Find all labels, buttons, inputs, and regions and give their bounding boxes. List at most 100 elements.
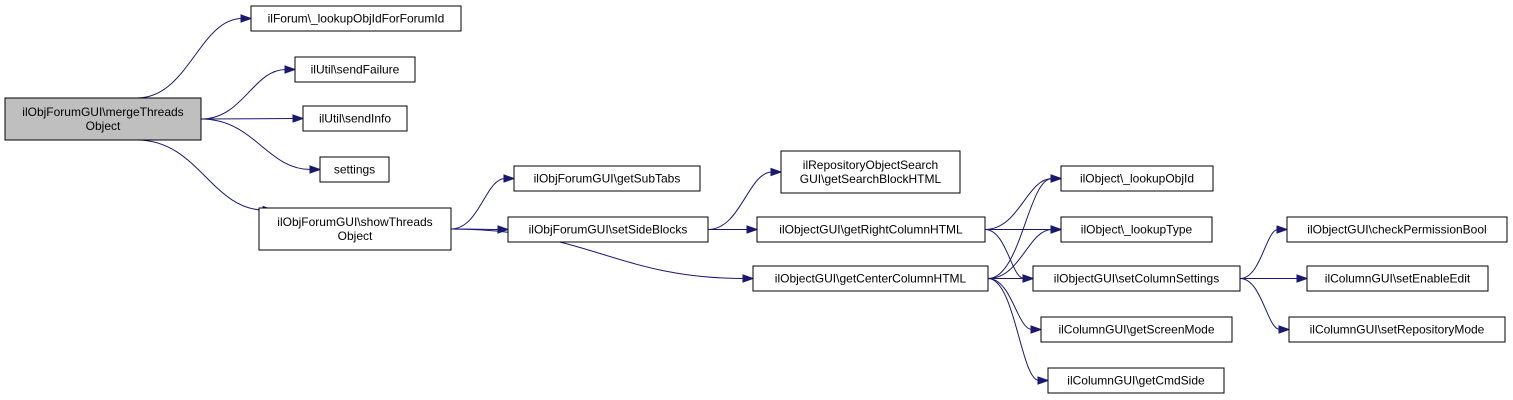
node-label: ilUtil\sendInfo bbox=[319, 112, 391, 126]
edge-line bbox=[984, 229, 1025, 279]
arrow-head-icon bbox=[240, 14, 253, 23]
edge-merge-to-sendFailure bbox=[200, 65, 297, 120]
graph-node-getCmdSide[interactable]: ilColumnGUI\getCmdSide bbox=[1047, 367, 1225, 394]
node-box bbox=[302, 105, 408, 132]
graph-node-setEnableEdit[interactable]: ilColumnGUI\setEnableEdit bbox=[1306, 265, 1489, 292]
node-label: ilColumnGUI\setRepositoryMode bbox=[1310, 323, 1485, 337]
node-label: settings bbox=[334, 163, 375, 177]
graph-node-lookupForum[interactable]: ilForum\_lookupObjIdForForumId bbox=[250, 5, 462, 32]
node-box bbox=[1286, 216, 1508, 243]
node-box bbox=[752, 265, 989, 292]
edge-merge-to-lookupForum bbox=[136, 14, 253, 99]
edge-getCenterColumn-to-lookupType bbox=[987, 225, 1063, 279]
node-box bbox=[513, 165, 701, 192]
graph-node-lookupObjId[interactable]: ilObject\_lookupObjId bbox=[1060, 165, 1214, 192]
arrow-head-icon bbox=[292, 114, 305, 123]
edge-setColumnSettings-to-checkPermission bbox=[1239, 225, 1289, 279]
node-label: ilColumnGUI\getScreenMode bbox=[1058, 323, 1214, 337]
graph-node-getSubTabs[interactable]: ilObjForumGUI\getSubTabs bbox=[513, 165, 701, 192]
node-label: Object bbox=[86, 119, 121, 133]
arrow-head-icon bbox=[1037, 376, 1050, 385]
edge-line bbox=[1239, 229, 1279, 279]
arrow-head-icon bbox=[1278, 325, 1291, 334]
edge-getRightColumn-to-setColumnSettings bbox=[984, 229, 1035, 283]
edge-showThreads-to-getCenterColumn bbox=[450, 228, 755, 283]
edge-setColumnSettings-to-setRepositoryMode bbox=[1239, 278, 1291, 334]
node-box bbox=[258, 207, 452, 251]
edge-line bbox=[987, 178, 1053, 279]
edge-line bbox=[200, 118, 312, 170]
edge-setColumnSettings-to-setEnableEdit bbox=[1239, 274, 1309, 283]
edge-line bbox=[200, 118, 295, 120]
node-box bbox=[319, 156, 390, 183]
edge-getCenterColumn-to-getCmdSide bbox=[987, 278, 1050, 385]
graph-node-settings[interactable]: settings bbox=[319, 156, 390, 183]
edge-line bbox=[136, 18, 243, 99]
node-box bbox=[250, 5, 462, 32]
node-box bbox=[1306, 265, 1489, 292]
node-label: Object bbox=[338, 229, 373, 243]
node-label: ilObject\_lookupType bbox=[1081, 223, 1193, 237]
edge-line bbox=[136, 139, 265, 211]
graph-node-getScreenMode[interactable]: ilColumnGUI\getScreenMode bbox=[1040, 316, 1233, 343]
edge-line bbox=[450, 228, 745, 279]
arrow-head-icon bbox=[746, 225, 759, 234]
edge-line bbox=[987, 229, 1053, 279]
graph-node-setSideBlocks[interactable]: ilObjForumGUI\setSideBlocks bbox=[507, 216, 709, 243]
arrow-head-icon bbox=[284, 65, 297, 74]
edge-showThreads-to-getSubTabs bbox=[450, 174, 516, 230]
arrow-head-icon bbox=[742, 274, 755, 283]
edge-line bbox=[1239, 278, 1281, 330]
node-label: ilColumnGUI\setEnableEdit bbox=[1325, 272, 1471, 286]
node-box bbox=[780, 150, 961, 194]
node-box bbox=[1060, 216, 1213, 243]
graph-node-lookupType[interactable]: ilObject\_lookupType bbox=[1060, 216, 1213, 243]
node-box bbox=[1288, 316, 1506, 343]
edge-line bbox=[707, 171, 773, 230]
graph-node-setColumnSettings[interactable]: ilObjectGUI\setColumnSettings bbox=[1032, 265, 1241, 292]
edge-getRightColumn-to-lookupObjId bbox=[984, 174, 1063, 230]
node-label: ilObjForumGUI\mergeThreads bbox=[22, 105, 183, 119]
node-box bbox=[1032, 265, 1241, 292]
edge-line bbox=[987, 278, 1033, 330]
graph-node-checkPermission[interactable]: ilObjectGUI\checkPermissionBool bbox=[1286, 216, 1508, 243]
node-box bbox=[1040, 316, 1233, 343]
graph-node-getCenterColumn[interactable]: ilObjectGUI\getCenterColumnHTML bbox=[752, 265, 989, 292]
arrow-head-icon bbox=[1276, 225, 1289, 234]
node-label: GUI\getSearchBlockHTML bbox=[800, 172, 942, 186]
node-label: ilObject\_lookupObjId bbox=[1080, 172, 1194, 186]
node-label: ilObjForumGUI\getSubTabs bbox=[534, 172, 681, 186]
node-label: ilColumnGUI\getCmdSide bbox=[1067, 374, 1205, 388]
node-box bbox=[294, 56, 416, 83]
arrow-head-icon bbox=[1050, 225, 1063, 234]
edge-merge-to-sendInfo bbox=[200, 114, 305, 123]
node-box bbox=[507, 216, 709, 243]
graph-node-setRepositoryMode[interactable]: ilColumnGUI\setRepositoryMode bbox=[1288, 316, 1506, 343]
node-box bbox=[756, 216, 986, 243]
node-label: ilObjectGUI\setColumnSettings bbox=[1054, 272, 1219, 286]
graph-node-getSearchBlock[interactable]: ilRepositoryObjectSearchGUI\getSearchBlo… bbox=[780, 150, 961, 194]
node-label: ilObjectGUI\getRightColumnHTML bbox=[779, 223, 963, 237]
graph-node-sendInfo[interactable]: ilUtil\sendInfo bbox=[302, 105, 408, 132]
arrow-head-icon bbox=[1030, 325, 1043, 334]
edge-line bbox=[987, 278, 1040, 381]
arrow-head-icon bbox=[309, 165, 322, 174]
node-label: ilObjForumGUI\showThreads bbox=[277, 215, 432, 229]
node-label: ilUtil\sendFailure bbox=[311, 63, 400, 77]
nodes-layer: ilObjForumGUI\mergeThreadsObjectilForum\… bbox=[4, 5, 1508, 394]
arrow-head-icon bbox=[1022, 274, 1035, 283]
node-box bbox=[1060, 165, 1214, 192]
edge-line bbox=[200, 69, 287, 120]
arrow-head-icon bbox=[770, 167, 783, 177]
graph-node-sendFailure[interactable]: ilUtil\sendFailure bbox=[294, 56, 416, 83]
edge-setSideBlocks-to-getRightColumn bbox=[708, 225, 759, 234]
graph-node-getRightColumn[interactable]: ilObjectGUI\getRightColumnHTML bbox=[756, 216, 986, 243]
arrow-head-icon bbox=[503, 174, 516, 183]
node-box bbox=[1047, 367, 1225, 394]
edge-merge-to-showThreads bbox=[136, 139, 275, 215]
node-label: ilObjectGUI\getCenterColumnHTML bbox=[775, 272, 967, 286]
edge-line bbox=[450, 178, 506, 230]
